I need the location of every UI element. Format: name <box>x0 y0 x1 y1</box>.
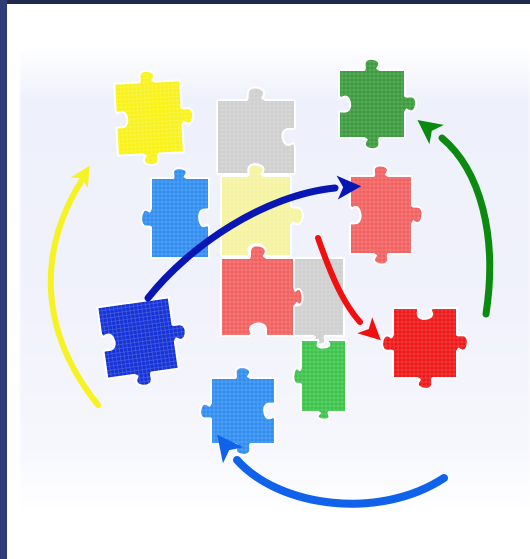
puzzle-scene-svg <box>7 4 530 559</box>
puzzle-piece-gray-top <box>217 87 295 174</box>
puzzle-illustration <box>7 4 530 559</box>
puzzle-piece-dark-green <box>339 59 416 149</box>
puzzle-piece-blue-bottom <box>200 367 275 455</box>
puzzle-piece-bright-green <box>293 340 346 420</box>
puzzle-piece-red <box>382 308 468 389</box>
frame-left-border <box>0 0 7 559</box>
puzzle-piece-gray-center <box>294 258 344 345</box>
puzzle-piece-salmon-right <box>350 165 423 264</box>
